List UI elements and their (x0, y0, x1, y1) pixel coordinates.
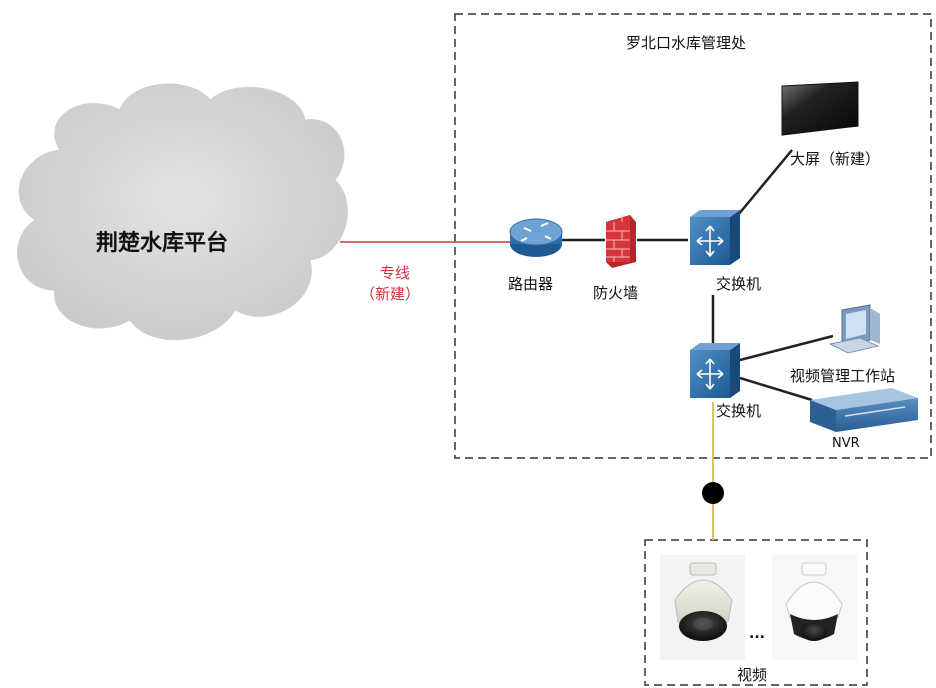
link-switch2-workstation (739, 334, 834, 362)
router-label: 路由器 (508, 275, 554, 293)
switch-icon-1 (690, 210, 740, 265)
link-switch2-nvr (739, 376, 813, 402)
video-label: 视频 (737, 666, 768, 684)
camera-ellipsis: ... (749, 626, 765, 642)
firewall-icon (606, 215, 636, 268)
workstation-icon (828, 304, 880, 354)
video-boundary (644, 539, 868, 686)
nvr-icon (810, 388, 918, 432)
dedicated-line-label: 专线 (380, 264, 411, 282)
cloud-label: 荆楚水库平台 (96, 231, 229, 256)
dome-camera-icon-1 (660, 555, 745, 660)
dome-camera-icon-2 (772, 555, 857, 660)
dedicated-line-sublabel: （新建） (360, 285, 421, 303)
firewall-label: 防火墙 (593, 284, 639, 302)
connector-node (702, 482, 724, 504)
site-boundary (454, 13, 932, 459)
screen-label: 大屏（新建） (790, 150, 881, 168)
link-switch-screen (737, 149, 793, 216)
switch-icon-2 (690, 343, 740, 398)
screen-icon (781, 81, 859, 136)
switch1-label: 交换机 (716, 275, 762, 293)
cloud-shape (17, 83, 348, 341)
switch2-label: 交换机 (716, 402, 762, 420)
router-icon (509, 218, 563, 257)
site-label: 罗北口水库管理处 (626, 34, 747, 52)
workstation-label: 视频管理工作站 (790, 367, 896, 385)
nvr-label: NVR (832, 436, 860, 451)
